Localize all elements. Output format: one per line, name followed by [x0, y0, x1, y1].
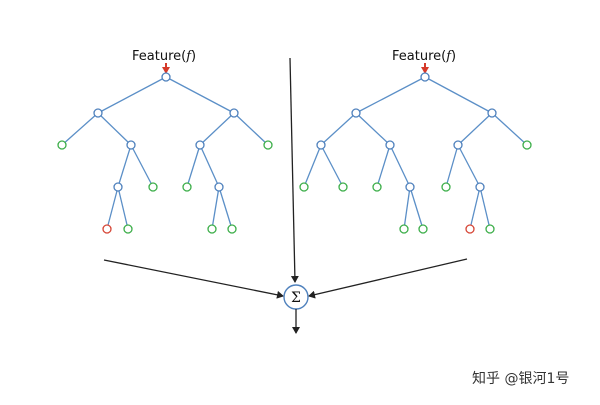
tree-split-node — [385, 140, 395, 150]
tree-edge — [97, 112, 132, 146]
tree-leaf-node — [485, 224, 495, 234]
tree-split-node — [93, 108, 103, 118]
tree-leaf-node — [522, 140, 532, 150]
tree-leaf-node — [372, 182, 382, 192]
tree-leaf-node — [399, 224, 409, 234]
tree-edge — [355, 76, 426, 114]
tree-edge — [165, 76, 235, 114]
tree-split-node — [487, 108, 497, 118]
tree-leaf-node — [441, 182, 451, 192]
tree-edge — [491, 112, 528, 146]
tree-split-node — [214, 182, 224, 192]
tree-split-node — [229, 108, 239, 118]
tree-edge — [376, 144, 391, 188]
tree-edge — [320, 144, 344, 188]
tree-split-node — [126, 140, 136, 150]
tree-edge — [409, 186, 424, 230]
tree-leaf-node — [207, 224, 217, 234]
tree-split-node — [453, 140, 463, 150]
tree-edge — [424, 76, 493, 114]
tree-leaf-node — [123, 224, 133, 234]
tree-nodes — [299, 72, 532, 234]
tree-leaf-node — [57, 140, 67, 150]
watermark: 知乎 @银河1号 — [472, 370, 569, 387]
tree-edge — [457, 144, 481, 188]
tree-edge — [303, 144, 322, 188]
tree-edges — [61, 76, 269, 230]
tree-leaf-node — [418, 224, 428, 234]
feature-label: Feature(f) — [392, 49, 456, 64]
decision-tree-right: Feature(f) — [299, 49, 532, 234]
tree-edge — [469, 186, 481, 230]
sum-aggregator: Σ — [283, 284, 309, 310]
tree-leaf-node — [182, 182, 192, 192]
tree-edge — [457, 112, 493, 146]
tree-edge — [211, 186, 220, 230]
tree-split-node — [475, 182, 485, 192]
tree-split-node — [405, 182, 415, 192]
tree-edge — [403, 186, 411, 230]
tree-edge — [186, 144, 201, 188]
tree-leaf-node — [338, 182, 348, 192]
tree-split-node — [113, 182, 123, 192]
tree-edge — [117, 186, 129, 230]
tree-leaf-node — [227, 224, 237, 234]
tree-edge — [97, 76, 167, 114]
tree-edge — [218, 186, 233, 230]
feature-label: Feature(f) — [132, 49, 196, 64]
arrow-from-top — [289, 57, 299, 283]
tree-split-node — [161, 72, 171, 82]
tree-edge — [199, 112, 235, 146]
tree-split-node — [195, 140, 205, 150]
tree-split-node — [316, 140, 326, 150]
tree-leaf-node-highlighted — [102, 224, 112, 234]
tree-edge — [355, 112, 391, 146]
arrow-from-left-tree — [103, 259, 284, 299]
tree-edge — [117, 144, 132, 188]
tree-edge — [479, 186, 491, 230]
tree-edge — [130, 144, 154, 188]
tree-nodes — [57, 72, 273, 234]
tree-edge — [320, 112, 357, 146]
tree-leaf-node — [299, 182, 309, 192]
tree-edge — [389, 144, 411, 188]
tree-leaf-node — [148, 182, 158, 192]
tree-split-node — [351, 108, 361, 118]
arrow-from-right-tree — [308, 258, 468, 299]
tree-split-node — [420, 72, 430, 82]
tree-edge — [61, 112, 99, 146]
tree-edge — [233, 112, 269, 146]
sigma-symbol: Σ — [291, 290, 301, 306]
tree-leaf-node-highlighted — [465, 224, 475, 234]
tree-edges — [303, 76, 528, 230]
tree-edge — [106, 186, 119, 230]
tree-edge — [199, 144, 220, 188]
decision-tree-left: Feature(f) — [57, 49, 273, 234]
tree-edge — [445, 144, 459, 188]
tree-leaf-node — [263, 140, 273, 150]
